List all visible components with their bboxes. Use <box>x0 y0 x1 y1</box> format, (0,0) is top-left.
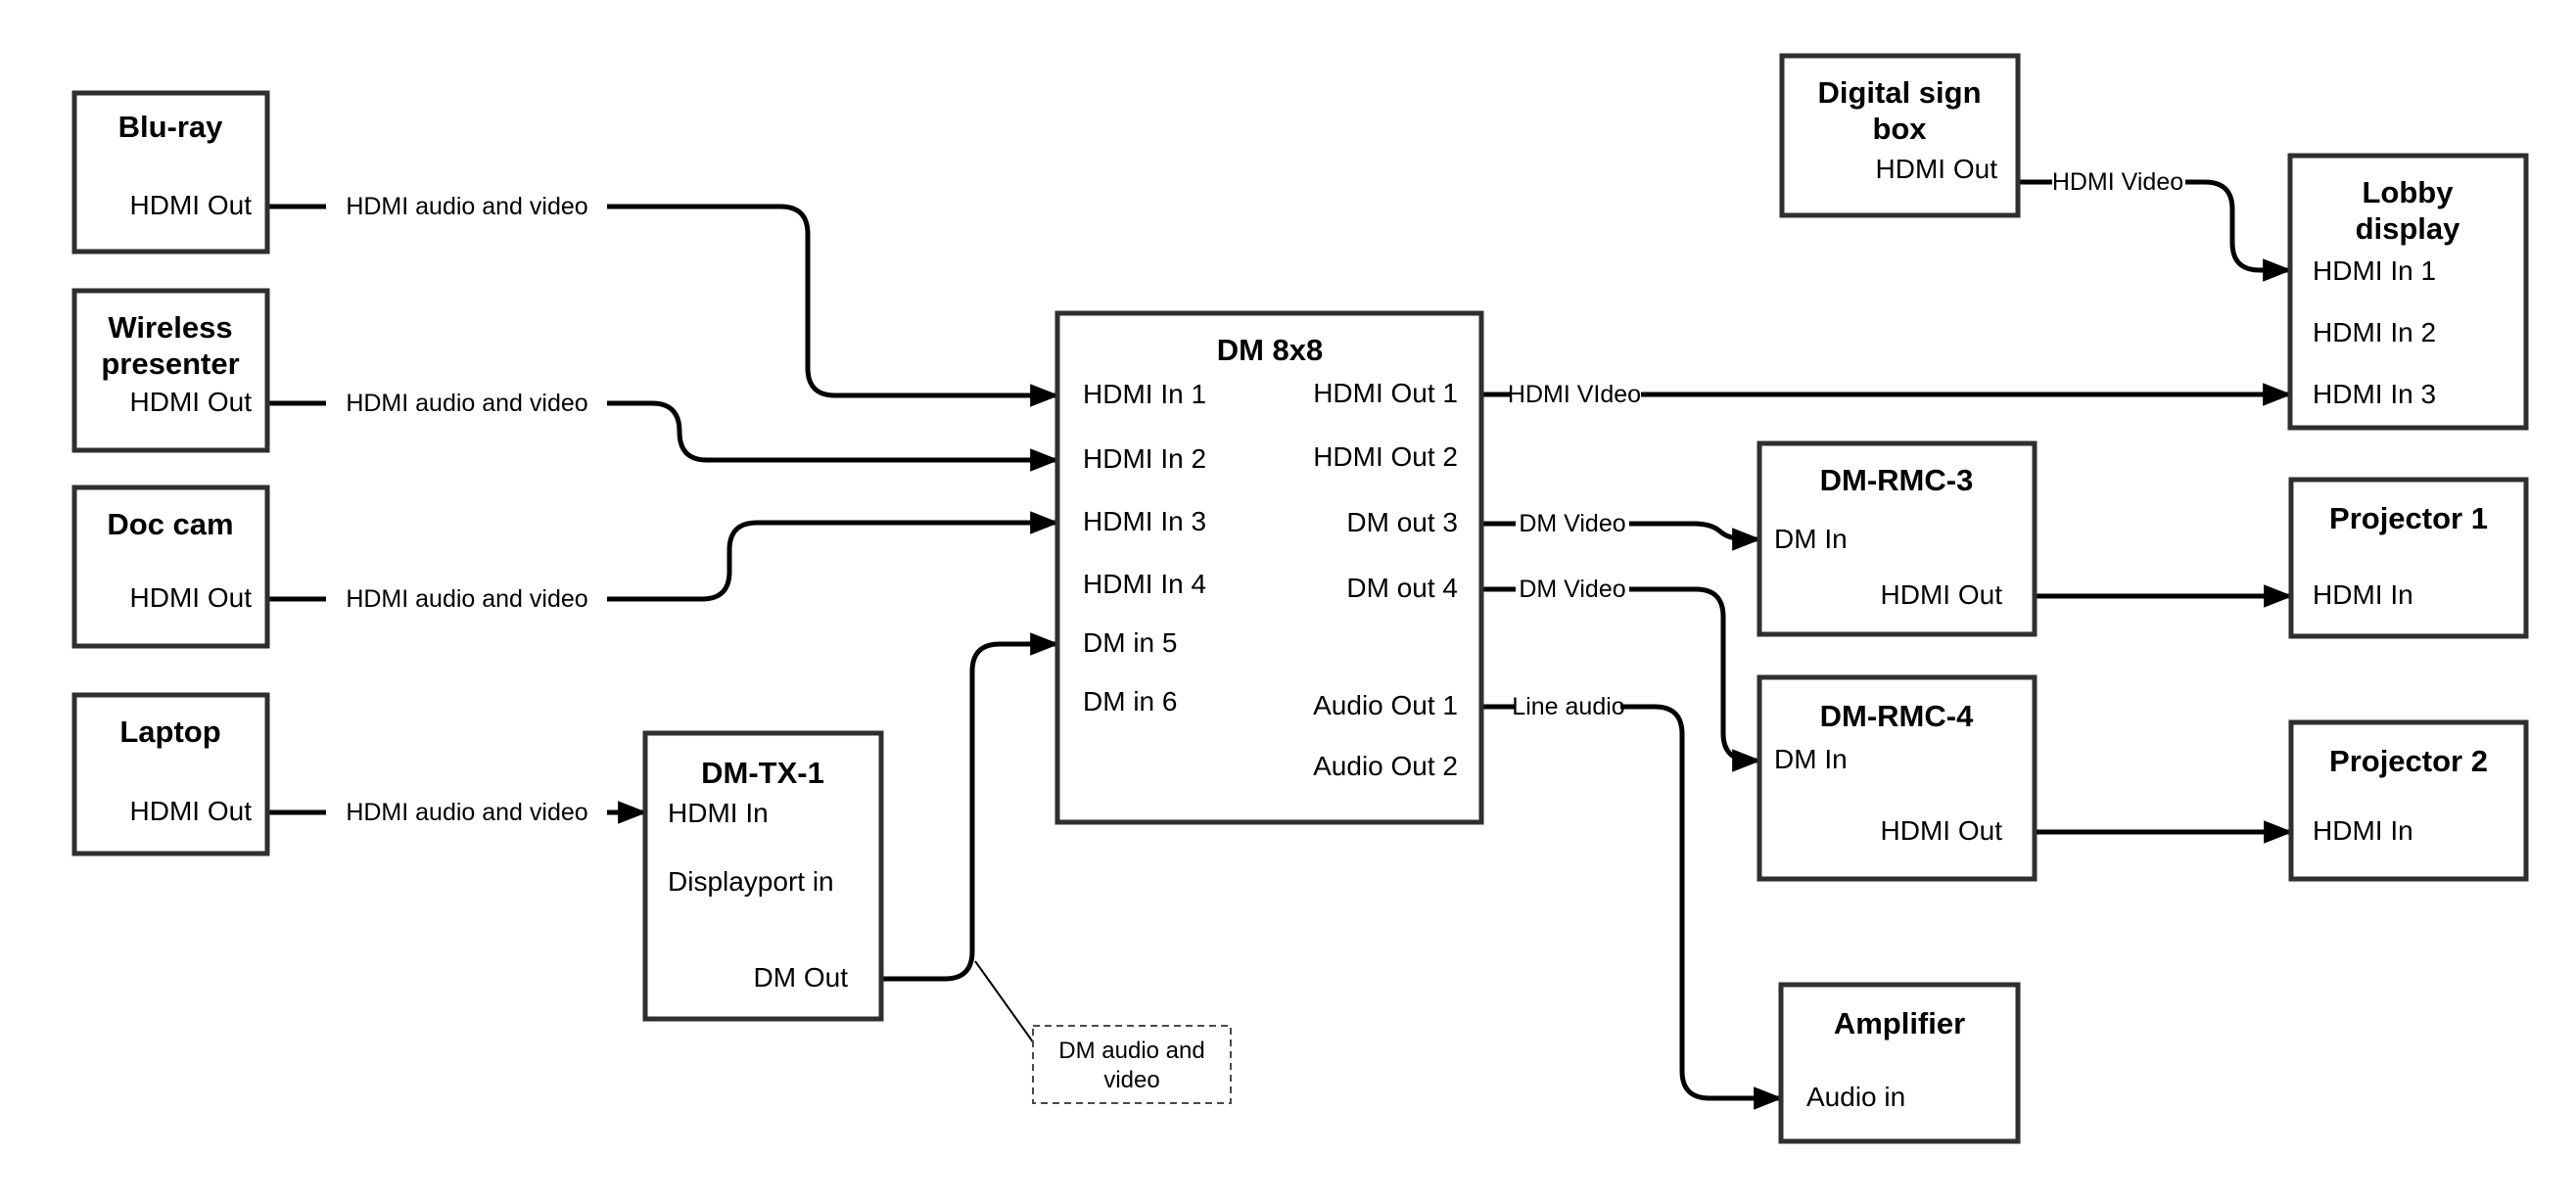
node-wireless-presenter-title-line2: presenter <box>101 346 239 381</box>
node-dm-rmc-3-port-hdmi-out: HDMI Out <box>1881 579 2003 610</box>
node-dm-tx-1: DM-TX-1 HDMI In Displayport in DM Out <box>642 730 884 1022</box>
node-dm-8x8-port-hdmi-in-1: HDMI In 1 <box>1083 379 1206 409</box>
node-projector-1-title: Projector 1 <box>2329 501 2488 535</box>
node-projector-2-title: Projector 2 <box>2329 744 2488 778</box>
node-projector-1-box <box>2288 477 2529 639</box>
edge-doccam-to-dm8x8 <box>607 511 1060 602</box>
node-dm-tx-1-port-displayport-in: Displayport in <box>668 866 834 897</box>
node-projector-2-box <box>2288 719 2529 882</box>
node-wireless-presenter-box <box>71 288 270 453</box>
edge-label-bluray: HDMI audio and video <box>346 193 587 220</box>
node-dm-8x8-port-dm-in-6: DM in 6 <box>1083 686 1177 716</box>
node-dm-8x8-port-hdmi-in-3: HDMI In 3 <box>1083 506 1206 536</box>
note-dm-audio-and-video-line2: video <box>1103 1067 1159 1093</box>
node-wireless-presenter-title-line1: Wireless <box>108 310 232 345</box>
node-laptop: Laptop HDMI Out <box>71 692 270 856</box>
edge-bluray-to-dm8x8 <box>607 204 1060 407</box>
node-dm-rmc-3-title: DM-RMC-3 <box>1820 463 1974 497</box>
edges <box>267 179 2294 1110</box>
node-dm-tx-1-port-hdmi-in: HDMI In <box>668 798 769 828</box>
node-lobby-display-title-line1: Lobby <box>2363 175 2455 209</box>
edge-label-line-audio: Line audio <box>1512 693 1624 720</box>
node-doc-cam: Doc cam HDMI Out <box>71 485 270 649</box>
note-dm-audio-and-video-box <box>1032 1025 1232 1104</box>
node-wireless-presenter-port-hdmi-out: HDMI Out <box>130 387 253 417</box>
node-lobby-display-port-hdmi-in-1: HDMI In 1 <box>2313 255 2436 286</box>
node-digital-sign-box-title-line2: box <box>1872 112 1927 146</box>
node-dm-tx-1-port-dm-out: DM Out <box>754 962 849 993</box>
node-amplifier-title: Amplifier <box>1834 1006 1965 1040</box>
edge-label-dm-video-out4: DM Video <box>1519 576 1625 603</box>
node-dm-rmc-4-title: DM-RMC-4 <box>1820 699 1974 733</box>
node-dm-rmc-4-port-dm-in: DM In <box>1774 744 1848 774</box>
node-dm-rmc-3: DM-RMC-3 DM In HDMI Out <box>1756 440 2037 637</box>
edge-label-wireless: HDMI audio and video <box>346 390 587 417</box>
node-doc-cam-box <box>71 485 270 649</box>
node-lobby-display-title-line2: display <box>2356 211 2461 246</box>
node-dm-8x8-box <box>1054 310 1484 825</box>
node-lobby-display-box <box>2287 153 2529 431</box>
note-callout-line <box>974 960 1035 1044</box>
node-amplifier-port-audio-in: Audio in <box>1806 1082 1905 1112</box>
node-lobby-display: Lobby display HDMI In 1 HDMI In 2 HDMI I… <box>2287 153 2529 431</box>
node-projector-1-port-hdmi-in: HDMI In <box>2313 579 2413 610</box>
node-dm-8x8-port-audio-out-2: Audio Out 2 <box>1313 751 1458 781</box>
node-dm-tx-1-title: DM-TX-1 <box>701 756 824 790</box>
node-bluray-title: Blu-ray <box>118 110 224 144</box>
node-dm-8x8-port-dm-out-3: DM out 3 <box>1346 507 1458 537</box>
edge-dm8x8-to-amplifier <box>1620 704 1784 1110</box>
node-digital-sign-box-box <box>1779 53 2021 218</box>
note-dm-audio-and-video: DM audio and video <box>1032 1025 1232 1104</box>
node-laptop-title: Laptop <box>119 715 220 749</box>
node-doc-cam-title: Doc cam <box>107 507 233 541</box>
node-digital-sign-box-title-line1: Digital sign <box>1817 75 1981 110</box>
node-lobby-display-port-hdmi-in-2: HDMI In 2 <box>2313 317 2436 347</box>
edge-digitalsign-to-lobby <box>2185 179 2293 282</box>
node-dm-8x8-port-hdmi-in-2: HDMI In 2 <box>1083 443 1206 474</box>
node-laptop-box <box>71 692 270 856</box>
node-dm-8x8-title: DM 8x8 <box>1217 333 1324 367</box>
edge-label-digitalsign: HDMI Video <box>2052 168 2183 196</box>
node-dm-rmc-4: DM-RMC-4 DM In HDMI Out <box>1756 674 2037 882</box>
node-bluray-box <box>71 90 270 254</box>
node-dm-8x8-port-hdmi-in-4: HDMI In 4 <box>1083 569 1206 599</box>
node-dm-rmc-3-port-dm-in: DM In <box>1774 524 1848 554</box>
node-dm-rmc-4-box <box>1756 674 2037 882</box>
node-laptop-port-hdmi-out: HDMI Out <box>130 796 253 826</box>
node-dm-8x8-port-hdmi-out-1: HDMI Out 1 <box>1313 378 1458 408</box>
node-dm-8x8-port-dm-in-5: DM in 5 <box>1083 627 1177 658</box>
node-lobby-display-port-hdmi-in-3: HDMI In 3 <box>2313 379 2436 409</box>
node-dm-rmc-4-port-hdmi-out: HDMI Out <box>1881 815 2003 846</box>
edge-dmtx1-to-dm8x8 <box>881 632 1060 982</box>
edge-label-doccam: HDMI audio and video <box>346 585 587 613</box>
node-projector-1: Projector 1 HDMI In <box>2288 477 2529 639</box>
node-dm-8x8: DM 8x8 HDMI In 1 HDMI In 2 HDMI In 3 HDM… <box>1054 310 1484 825</box>
node-bluray-port-hdmi-out: HDMI Out <box>130 190 253 220</box>
node-wireless-presenter: Wireless presenter HDMI Out <box>71 288 270 453</box>
node-dm-8x8-port-hdmi-out-2: HDMI Out 2 <box>1313 441 1458 472</box>
node-dm-8x8-port-audio-out-1: Audio Out 1 <box>1313 690 1458 720</box>
edge-dm8x8-to-dmrmc3 <box>1629 521 1762 551</box>
node-projector-2: Projector 2 HDMI In <box>2288 719 2529 882</box>
node-amplifier-box <box>1778 982 2021 1144</box>
node-digital-sign-box: Digital sign box HDMI Out <box>1779 53 2021 218</box>
node-doc-cam-port-hdmi-out: HDMI Out <box>130 582 253 613</box>
edge-dm8x8-to-dmrmc4 <box>1629 586 1762 772</box>
node-dm-rmc-3-box <box>1756 440 2037 637</box>
edge-label-laptop: HDMI audio and video <box>346 799 587 826</box>
edge-labels: HDMI audio and video HDMI audio and vide… <box>346 168 2183 826</box>
node-dm-tx-1-box <box>642 730 884 1022</box>
edge-label-dm-video-out3: DM Video <box>1519 510 1625 537</box>
edge-label-hdmi-video-out1: HDMI VIdeo <box>1508 381 1641 408</box>
note-dm-audio-and-video-line1: DM audio and <box>1058 1038 1204 1064</box>
node-bluray: Blu-ray HDMI Out <box>71 90 270 254</box>
node-digital-sign-box-port-hdmi-out: HDMI Out <box>1876 154 1998 184</box>
edge-wireless-to-dm8x8 <box>607 400 1060 472</box>
node-projector-2-port-hdmi-in: HDMI In <box>2313 815 2413 846</box>
node-dm-8x8-port-dm-out-4: DM out 4 <box>1346 573 1458 603</box>
node-amplifier: Amplifier Audio in <box>1778 982 2021 1144</box>
